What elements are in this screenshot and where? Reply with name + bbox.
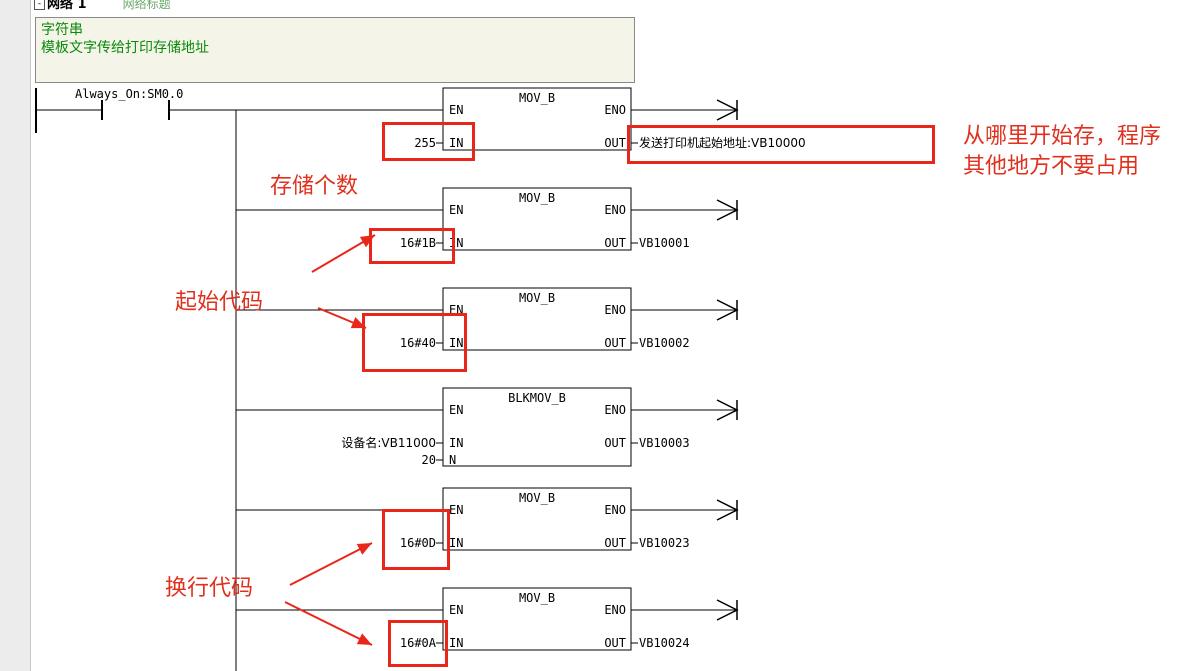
function-block-title: MOV_B	[519, 191, 555, 205]
highlight-input-40	[362, 313, 467, 372]
pin-in-label: IN	[449, 636, 463, 650]
pin-in-label: IN	[449, 336, 463, 350]
output-value: VB10024	[639, 636, 690, 650]
function-block-title: BLKMOV_B	[508, 391, 566, 405]
input-value: 16#40	[400, 336, 436, 350]
highlight-input-255	[382, 122, 475, 161]
output-value: 发送打印机起始地址:VB10000	[639, 135, 806, 150]
function-block-title: MOV_B	[519, 91, 555, 105]
function-block-box	[442, 287, 632, 351]
output-value: VB10023	[639, 536, 690, 550]
function-block-title: MOV_B	[519, 591, 555, 605]
pin-en-label: EN	[449, 103, 463, 117]
function-block-box	[442, 487, 632, 551]
left-gutter	[0, 0, 31, 671]
pointer-arrow-icon	[284, 601, 373, 646]
pin-in-label: IN	[449, 436, 463, 450]
input-value: 16#1B	[400, 236, 436, 250]
n-value: 20	[422, 453, 436, 467]
input-value: 16#0D	[400, 536, 436, 550]
highlight-output-address	[627, 125, 935, 164]
pin-en-label: EN	[449, 403, 463, 417]
output-value: VB10003	[639, 436, 690, 450]
pin-in-label: IN	[449, 536, 463, 550]
pin-n-label: N	[449, 453, 456, 467]
pin-eno-label: ENO	[604, 403, 626, 417]
collapse-icon[interactable]: -	[34, 0, 45, 10]
comment-line-1: 字符串	[41, 22, 83, 38]
pin-out-label: OUT	[604, 536, 626, 550]
function-block-box	[442, 387, 632, 467]
annotation-newline-code: 换行代码	[165, 576, 254, 601]
highlight-input-0a	[388, 620, 448, 667]
output-value: VB10001	[639, 236, 690, 250]
function-block-title: MOV_B	[519, 491, 555, 505]
pin-eno-label: ENO	[604, 603, 626, 617]
comment-line-2: 模板文字传给打印存储地址	[41, 40, 209, 56]
pointer-arrow-icon-head	[356, 633, 372, 645]
pin-out-label: OUT	[604, 136, 626, 150]
pin-en-label: EN	[449, 203, 463, 217]
network-label: 网络 1	[47, 0, 87, 12]
pin-eno-label: ENO	[604, 103, 626, 117]
pin-out-label: OUT	[604, 236, 626, 250]
pin-en-label: EN	[449, 503, 463, 517]
input-value: 16#0A	[400, 636, 437, 650]
network-header[interactable]: -网络 1 网络标题	[34, 0, 171, 12]
pin-out-label: OUT	[604, 636, 626, 650]
pin-out-label: OUT	[604, 336, 626, 350]
output-value: VB10002	[639, 336, 690, 350]
network-title[interactable]: 网络标题	[122, 0, 171, 11]
annotation-storage-count: 存储个数	[270, 174, 359, 199]
annotation-start-code: 起始代码	[175, 290, 264, 315]
input-value: 255	[414, 136, 436, 150]
pin-eno-label: ENO	[604, 503, 626, 517]
annotation-start-address: 从哪里开始存，程序其他地方不要占用	[963, 124, 1162, 179]
network-comment[interactable]: 字符串 模板文字传给打印存储地址	[35, 17, 635, 83]
pin-en-label: EN	[449, 603, 463, 617]
pin-out-label: OUT	[604, 436, 626, 450]
pin-eno-label: ENO	[604, 303, 626, 317]
highlight-input-1b	[369, 228, 455, 264]
pin-in-label: IN	[449, 136, 463, 150]
input-value: 设备名:VB11000	[341, 435, 436, 450]
contact-label: Always_On:SM0.0	[75, 87, 183, 101]
highlight-input-0d	[382, 509, 450, 570]
pointer-arrow-icon-head	[356, 543, 372, 555]
function-block-title: MOV_B	[519, 291, 555, 305]
pin-eno-label: ENO	[604, 203, 626, 217]
pointer-arrow-icon	[289, 542, 373, 586]
function-block-box	[442, 187, 632, 251]
function-block-box	[442, 587, 632, 651]
